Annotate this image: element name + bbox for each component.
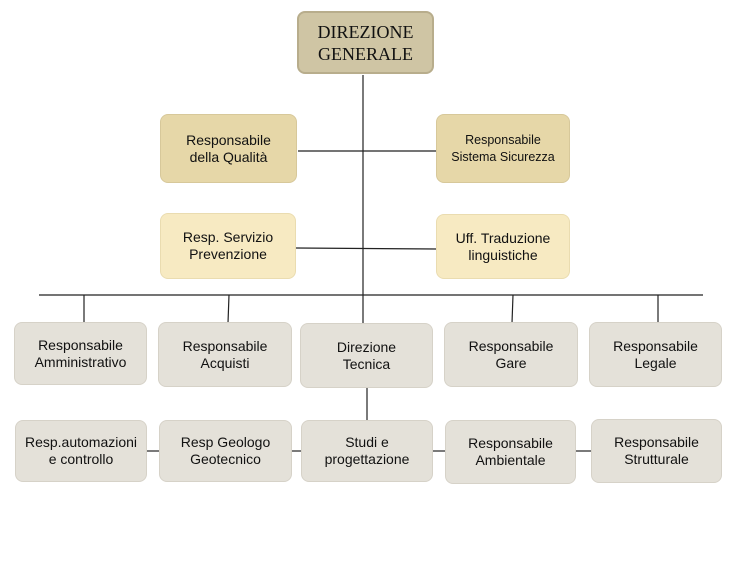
tech-geologo-box: Resp Geologo Geotecnico bbox=[159, 420, 292, 482]
traduzione-label: Uff. Traduzione linguistiche bbox=[455, 229, 551, 263]
unit-gare-box: Responsabile Gare bbox=[444, 322, 578, 387]
tech-studi-label: Studi e progettazione bbox=[324, 434, 410, 467]
prevenzione-box: Resp. Servizio Prevenzione bbox=[160, 213, 296, 279]
tech-ambientale-label: Responsabile Ambientale bbox=[468, 435, 553, 468]
tech-strutturale-label: Responsabile Strutturale bbox=[614, 434, 699, 467]
qualita-box: Responsabile della Qualità bbox=[160, 114, 297, 183]
prevenzione-label: Resp. Servizio Prevenzione bbox=[182, 229, 274, 262]
sicurezza-box: Responsabile Sistema Sicurezza bbox=[436, 114, 570, 183]
drop-gare bbox=[511, 294, 514, 324]
unit-amministrativo-box: Responsabile Amministrativo bbox=[14, 322, 147, 385]
unit-gare-label: Responsabile Gare bbox=[468, 337, 554, 371]
unit-direzione-tecnica-box: Direzione Tecnica bbox=[300, 323, 433, 388]
unit-legale-label: Responsabile Legale bbox=[613, 337, 698, 371]
unit-acquisti-label: Responsabile Acquisti bbox=[182, 337, 268, 371]
tech-studi-box: Studi e progettazione bbox=[301, 420, 433, 482]
unit-acquisti-box: Responsabile Acquisti bbox=[158, 322, 292, 387]
tech-automazioni-box: Resp.automazioni e controllo bbox=[15, 420, 147, 482]
drop-acquisti bbox=[227, 294, 230, 324]
qualita-label: Responsabile della Qualità bbox=[186, 131, 271, 165]
direzione-generale-box: DIREZIONE GENERALE bbox=[297, 11, 434, 74]
unit-direzione-tecnica-label: Direzione Tecnica bbox=[336, 338, 397, 372]
tech-geologo-label: Resp Geologo Geotecnico bbox=[180, 434, 271, 467]
staff2-connector bbox=[295, 247, 438, 250]
tech-automazioni-label: Resp.automazioni e controllo bbox=[24, 434, 138, 467]
tech-ambientale-box: Responsabile Ambientale bbox=[445, 420, 576, 484]
tech-strutturale-box: Responsabile Strutturale bbox=[591, 419, 722, 483]
unit-amministrativo-label: Responsabile Amministrativo bbox=[34, 336, 127, 370]
direzione-generale-label: DIREZIONE GENERALE bbox=[317, 21, 414, 64]
traduzione-box: Uff. Traduzione linguistiche bbox=[436, 214, 570, 279]
unit-legale-box: Responsabile Legale bbox=[589, 322, 722, 387]
sicurezza-label: Responsabile Sistema Sicurezza bbox=[451, 132, 555, 164]
